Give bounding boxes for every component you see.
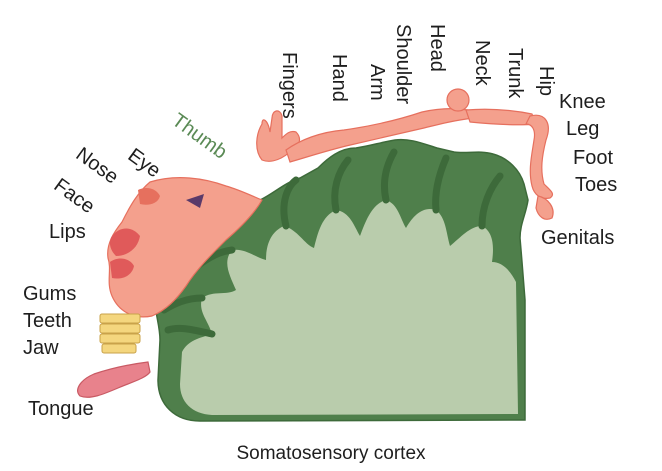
genitals-shape: [536, 196, 553, 219]
label-head: Head: [427, 24, 447, 72]
head-shape: [447, 89, 469, 111]
label-jaw: Jaw: [23, 338, 59, 358]
label-arm: Arm: [367, 64, 387, 101]
label-knee: Knee: [559, 92, 606, 112]
teeth-shape: [100, 314, 140, 353]
tongue-shape: [78, 362, 150, 397]
label-lips: Lips: [49, 222, 86, 242]
label-hip: Hip: [536, 66, 556, 96]
label-tongue: Tongue: [28, 399, 94, 419]
diagram-caption: Somatosensory cortex: [0, 443, 662, 465]
label-teeth: Teeth: [23, 311, 72, 331]
label-fingers: Fingers: [279, 52, 299, 119]
label-neck: Neck: [472, 40, 492, 86]
label-toes: Toes: [575, 175, 617, 195]
label-hand: Hand: [329, 54, 349, 102]
label-foot: Foot: [573, 148, 613, 168]
label-shoulder: Shoulder: [393, 24, 413, 104]
label-gums: Gums: [23, 284, 76, 304]
leg-shape: [526, 115, 552, 198]
trunk-shape: [466, 109, 536, 125]
label-trunk: Trunk: [505, 48, 525, 98]
label-genitals: Genitals: [541, 228, 614, 248]
label-leg: Leg: [566, 119, 599, 139]
